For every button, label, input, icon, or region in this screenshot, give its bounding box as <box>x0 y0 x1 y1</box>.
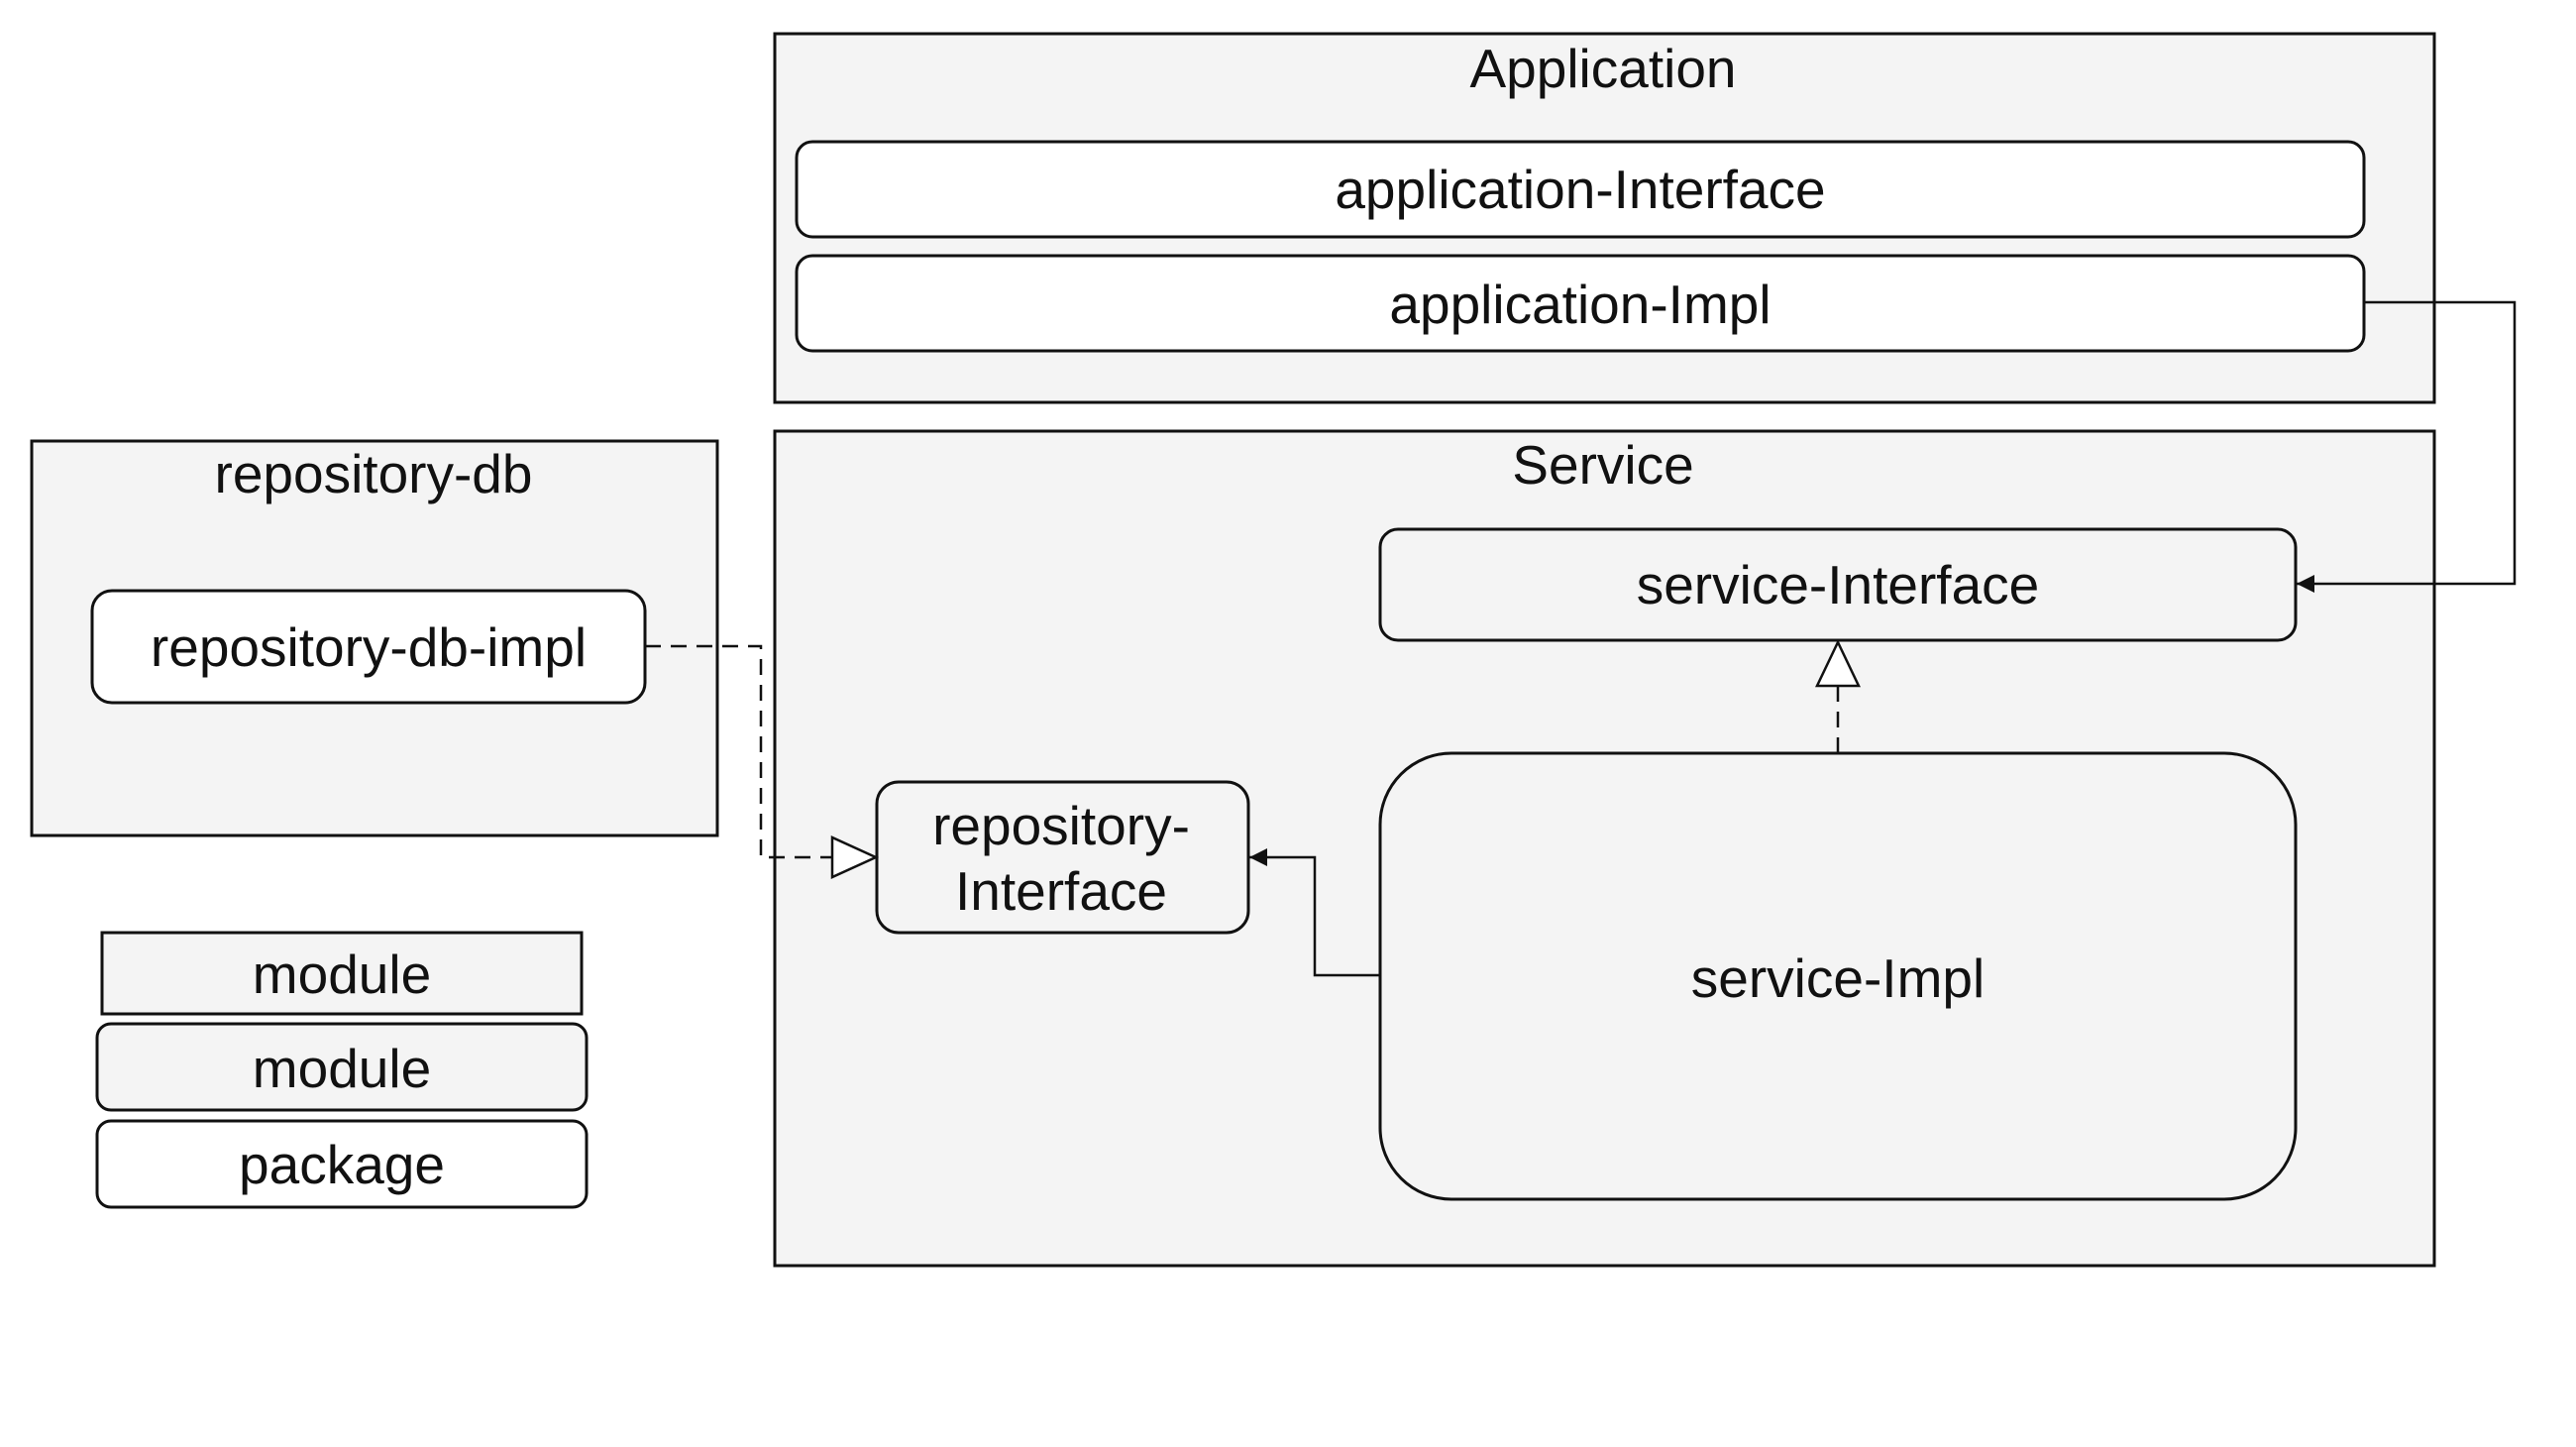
application-module: Application application-Interface applic… <box>773 32 2436 404</box>
dependency-arrow-application-impl-to-service-interface <box>2297 300 2517 593</box>
legend-label: module <box>253 1038 431 1099</box>
service-module-title: Service <box>1512 434 1693 496</box>
legend-item-module-rounded: module <box>95 1022 589 1112</box>
realization-arrow-service-impl-to-service-interface <box>1815 639 1861 753</box>
repository-db-impl-label: repository-db-impl <box>151 616 587 678</box>
repository-interface-label-line1: repository- <box>932 795 1190 856</box>
service-interface-label: service-Interface <box>1637 554 2040 615</box>
legend-label: package <box>239 1134 445 1195</box>
application-impl-label: application-Impl <box>1389 274 1771 335</box>
repository-db-impl-package: repository-db-impl <box>90 589 647 705</box>
dependency-arrow-service-impl-to-repository-interface <box>1249 848 1380 977</box>
repository-interface-module: repository- Interface <box>875 780 1250 935</box>
repository-db-module: repository-db repository-db-impl <box>30 439 719 837</box>
application-impl-package: application-Impl <box>795 254 2366 353</box>
repository-db-title: repository-db <box>215 443 533 504</box>
legend: module module package <box>95 931 589 1209</box>
application-module-title: Application <box>1469 38 1736 99</box>
application-interface-label: application-Interface <box>1335 159 1825 220</box>
service-impl-module: service-Impl <box>1378 751 2298 1201</box>
application-interface-package: application-Interface <box>795 140 2366 239</box>
legend-item-package: package <box>95 1119 589 1209</box>
realization-arrow-repository-db-impl-to-repository-interface <box>645 644 880 879</box>
service-impl-label: service-Impl <box>1691 947 1985 1009</box>
service-interface-module: service-Interface <box>1378 527 2298 642</box>
legend-label: module <box>253 944 431 1005</box>
repository-interface-label-line2: Interface <box>955 860 1167 922</box>
service-module: Service service-Interface service-Impl r… <box>773 429 2436 1268</box>
legend-item-module-square: module <box>100 931 584 1016</box>
